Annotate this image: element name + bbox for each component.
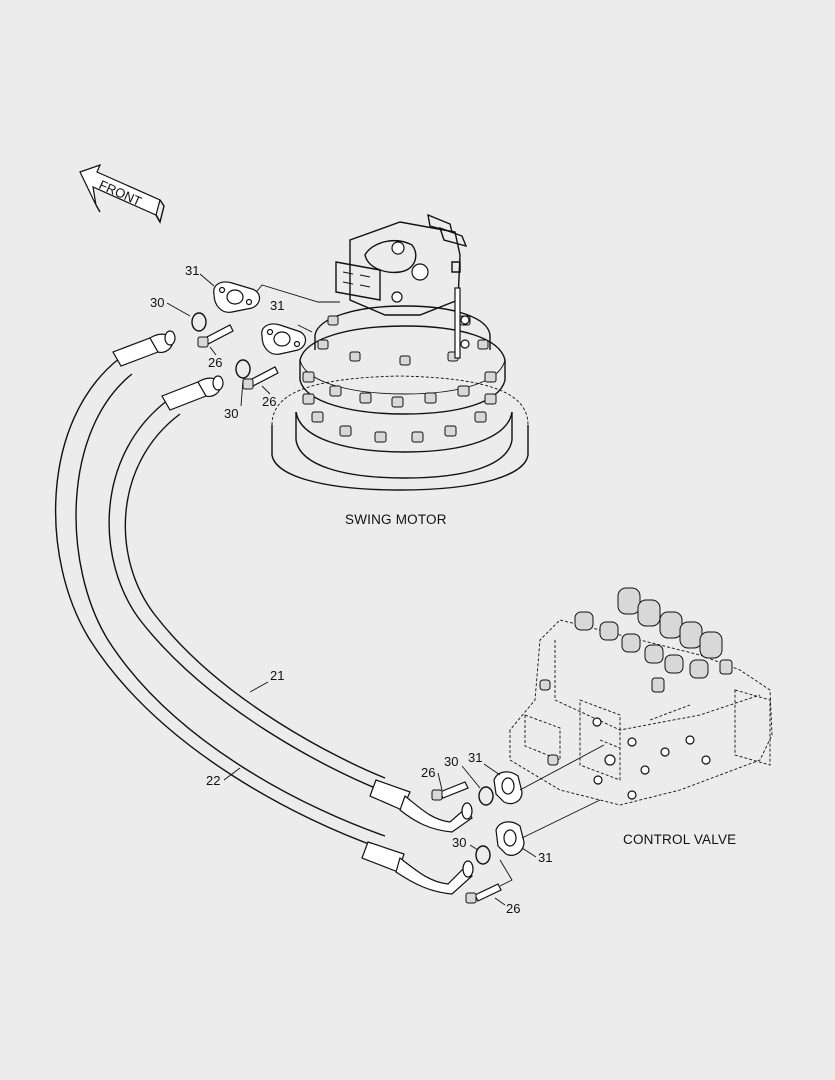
callout-31-lower-b: 31 <box>538 850 552 865</box>
callout-21: 21 <box>270 668 284 683</box>
callout-31-upper-a: 31 <box>185 263 199 278</box>
swing-motor-label: SWING MOTOR <box>345 512 447 527</box>
front-arrow: FRONT <box>79 163 165 224</box>
callout-30-lower-b: 30 <box>452 835 466 850</box>
hose-22 <box>54 330 386 849</box>
hose-22-end <box>361 841 474 895</box>
bolt-lower-a <box>431 781 469 801</box>
callout-26-upper-b: 26 <box>262 394 276 409</box>
callout-31-lower-a: 31 <box>468 750 482 765</box>
callout-26-lower-b: 26 <box>506 901 520 916</box>
callout-30-lower-a: 30 <box>444 754 458 769</box>
callout-26-upper-a: 26 <box>208 355 222 370</box>
callout-26-lower-a: 26 <box>421 765 435 780</box>
hose-21-end <box>369 779 473 833</box>
bolt-upper-a <box>197 324 234 348</box>
bolt-upper-b <box>242 366 279 390</box>
callout-22: 22 <box>206 773 220 788</box>
control-valve-label: CONTROL VALVE <box>623 832 736 847</box>
control-valve-drawing <box>509 587 773 806</box>
oring-lower-a <box>478 786 494 806</box>
callout-30-upper-a: 30 <box>150 295 164 310</box>
oring-upper-a <box>191 312 207 332</box>
oring-upper-b <box>235 359 251 379</box>
flange-upper-a <box>213 281 261 313</box>
callout-30-upper-b: 30 <box>224 406 238 421</box>
callout-31-upper-b: 31 <box>270 298 284 313</box>
flange-lower-a <box>493 771 523 805</box>
flange-upper-b <box>261 323 307 355</box>
oring-lower-b <box>475 845 491 865</box>
swing-motor-drawing <box>271 213 529 491</box>
hose-21 <box>108 375 386 791</box>
flange-lower-b <box>495 821 525 856</box>
bolt-lower-b <box>465 883 502 904</box>
